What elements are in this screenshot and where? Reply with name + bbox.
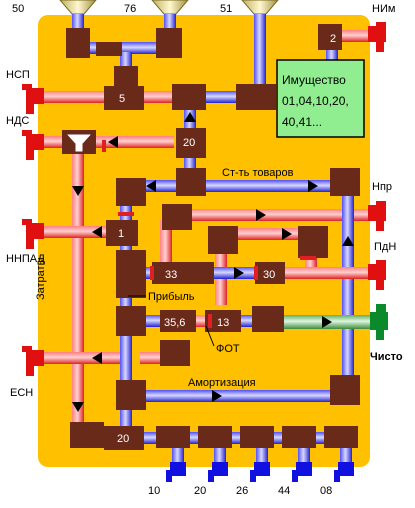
tap-44-icon — [292, 462, 312, 482]
tap-icons — [22, 22, 388, 482]
node-labels: 2 5 20 1 33 30 35,6 13 20 — [117, 33, 336, 445]
outlet-26: 26 — [236, 485, 248, 497]
label-profit: Прибыль — [148, 291, 195, 303]
outlet-08: 08 — [320, 485, 332, 497]
outlet-10: 10 — [148, 485, 160, 497]
label-payroll: ФОТ — [216, 343, 240, 355]
node-13: 13 — [217, 317, 229, 329]
top-inlet-51: 51 — [220, 3, 232, 15]
top-inlet-76: 76 — [124, 3, 136, 15]
arrow-up-icon — [184, 112, 196, 122]
arrow-left-icon — [146, 180, 156, 192]
label-depreciation: Амортизация — [188, 377, 256, 389]
arrow-left-icon — [92, 352, 102, 364]
flow-labels: Ст-ть товаров Затраты Прибыль ФОТ Аморти… — [35, 167, 294, 389]
flow-arrows — [72, 112, 354, 412]
label-goods-cost: Ст-ть товаров — [222, 167, 294, 179]
arrow-right-icon — [322, 316, 332, 328]
outlet-pdn: ПдН — [374, 241, 396, 253]
outlet-nim: НИм — [372, 3, 395, 15]
outlet-44: 44 — [278, 485, 290, 497]
assets-box: Имущество 01,04,10,20, 40,41... — [276, 59, 365, 138]
tap-26-icon — [250, 462, 270, 482]
outlet-20: 20 — [194, 485, 206, 497]
node-5: 5 — [119, 93, 125, 105]
outlet-clean: Чисто — [370, 351, 403, 363]
node-1: 1 — [118, 228, 124, 240]
tap-nnpad-icon — [22, 219, 44, 249]
arrow-up-icon — [342, 236, 354, 246]
arrow-right-icon — [282, 228, 292, 240]
arrow-down-icon — [72, 186, 84, 196]
arrow-right-icon — [234, 267, 244, 279]
label-costs: Затраты — [35, 257, 47, 300]
filter-icon — [64, 133, 94, 153]
arrow-left-icon — [92, 226, 102, 238]
tap-20-icon — [208, 462, 228, 482]
tap-npr-icon — [368, 201, 386, 231]
node-35-6: 35,6 — [164, 317, 185, 329]
tap-nds-icon — [22, 130, 44, 160]
node-20-top: 20 — [183, 137, 195, 149]
tap-08-icon — [334, 462, 354, 482]
node-2: 2 — [330, 33, 336, 45]
assets-box-line1: Имущество — [282, 73, 346, 87]
outlet-npr: Нпр — [372, 181, 392, 193]
arrow-down-icon — [72, 402, 84, 412]
tap-esn-icon — [22, 346, 44, 376]
tap-nsp-icon — [22, 84, 44, 114]
outlet-esn: ЕСН — [10, 387, 33, 399]
arrow-right-icon — [308, 180, 318, 192]
arrow-left-icon — [108, 136, 118, 148]
tap-nim-icon — [368, 22, 386, 52]
pipe-junctions — [62, 24, 360, 450]
arrow-right-icon — [256, 209, 266, 221]
node-33: 33 — [165, 269, 177, 281]
payroll-leader — [205, 325, 215, 347]
assets-box-line2: 01,04,10,20, — [282, 94, 349, 108]
tap-pdn-icon — [368, 260, 386, 290]
top-inlet-funnels — [59, 0, 279, 15]
top-inlet-50: 50 — [12, 3, 24, 15]
assets-box-line3: 40,41... — [282, 115, 322, 129]
pipe-rings — [102, 140, 316, 328]
arrow-right-icon — [212, 390, 222, 402]
node-20-bottom: 20 — [117, 433, 129, 445]
outer-labels: 50 76 51 НИм Нпр ПдН Чисто НСП НДС ННПАД… — [6, 3, 403, 497]
outlet-nnpad: ННПАД — [6, 253, 45, 265]
tap-10-icon — [166, 462, 186, 482]
node-30: 30 — [263, 269, 275, 281]
tap-clean-icon — [370, 304, 388, 340]
outlet-nds: НДС — [6, 115, 29, 127]
outlet-nsp: НСП — [6, 69, 30, 81]
